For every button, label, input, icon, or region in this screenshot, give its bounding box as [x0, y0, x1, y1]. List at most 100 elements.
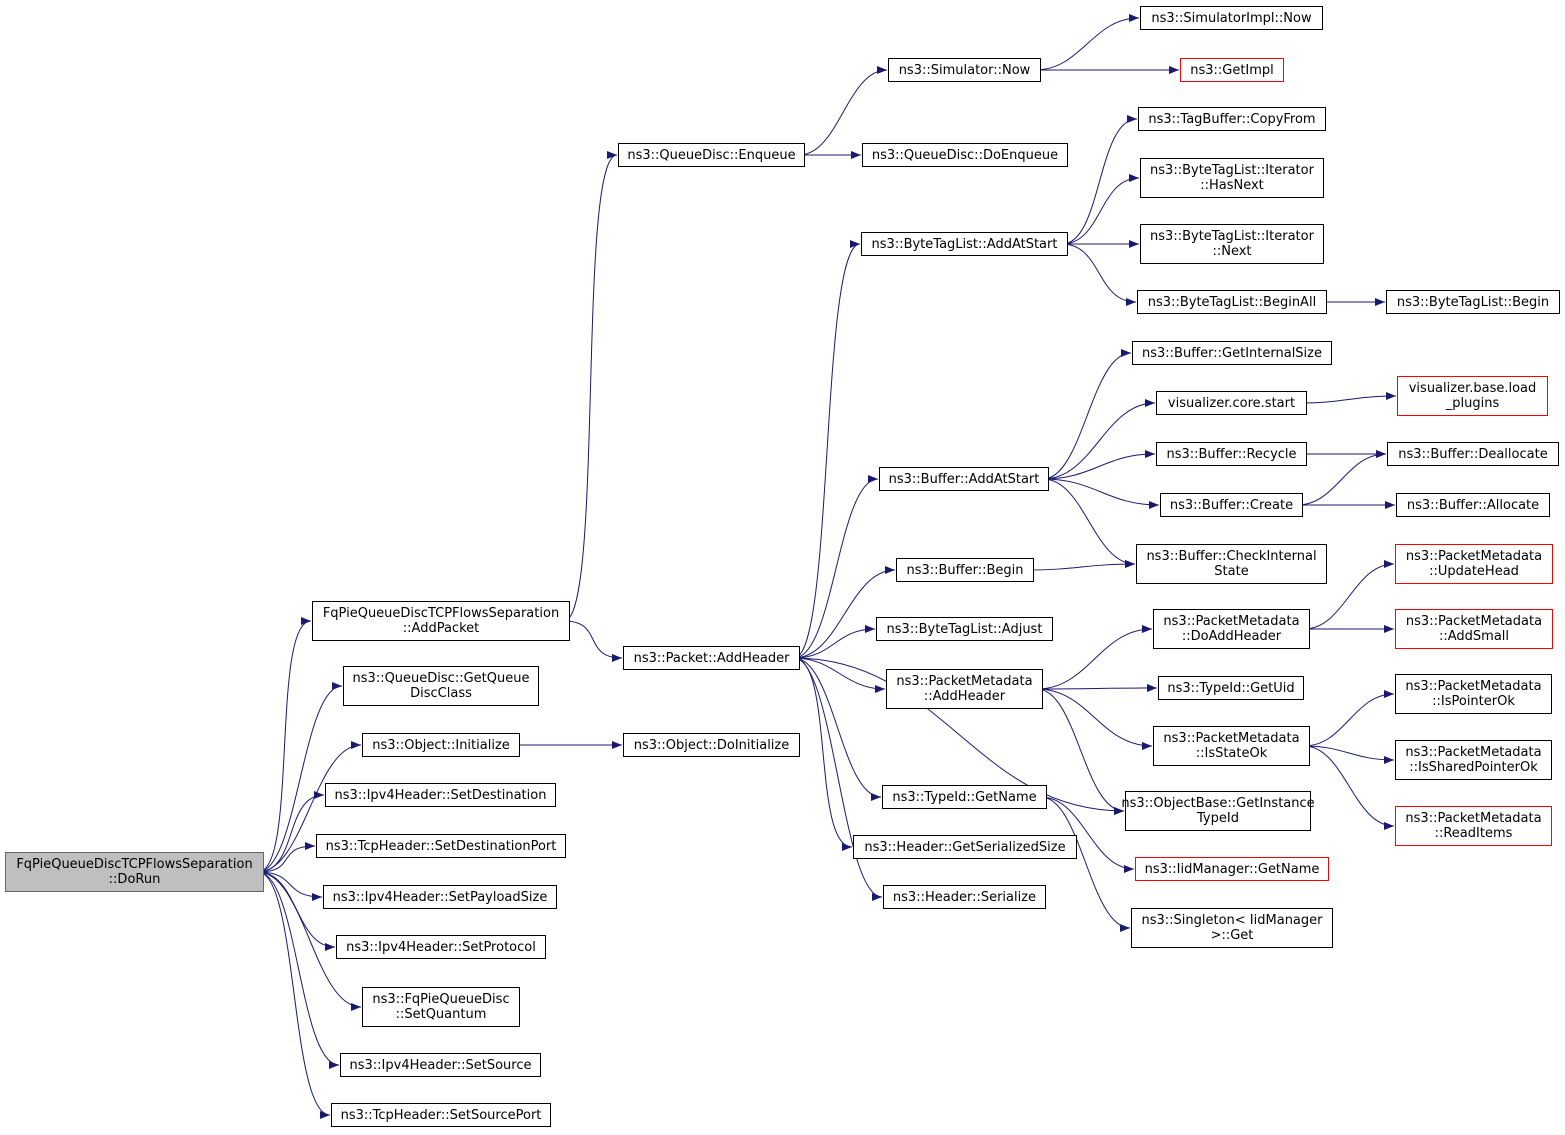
node-btlitnext[interactable]: ns3::ByteTagList::Iterator::Next — [1140, 224, 1324, 264]
node-btlithasnext[interactable]: ns3::ByteTagList::Iterator::HasNext — [1140, 158, 1324, 198]
node-label-line: ns3::Buffer::Create — [1169, 497, 1294, 513]
edge-root-to-setpayload — [257, 871, 323, 901]
node-pmissharedptrok[interactable]: ns3::PacketMetadata::IsSharedPointerOk — [1395, 740, 1552, 780]
node-label-line: ns3::QueueDisc::GetQueue — [352, 671, 530, 686]
node-enqueue[interactable]: ns3::QueueDisc::Enqueue — [618, 143, 805, 167]
node-typeidgetname[interactable]: ns3::TypeId::GetName — [882, 785, 1047, 809]
node-label-line: ns3::ByteTagList::BeginAll — [1147, 294, 1317, 310]
node-viscorestart[interactable]: visualizer.core.start — [1156, 391, 1307, 415]
node-pmdoaddheader[interactable]: ns3::PacketMetadata::DoAddHeader — [1153, 609, 1310, 649]
node-pmispointerok[interactable]: ns3::PacketMetadata::IsPointerOk — [1395, 674, 1552, 714]
node-pmupdatehead[interactable]: ns3::PacketMetadata::UpdateHead — [1395, 544, 1553, 584]
node-setdestport[interactable]: ns3::TcpHeader::SetDestinationPort — [316, 834, 566, 858]
edge-pmaddheader-to-pmdoaddheader — [1036, 625, 1153, 690]
edge-root-to-setdestport — [257, 842, 316, 873]
edge-viscorestart-to-visloadplugins — [1300, 392, 1397, 404]
node-pmaddheader[interactable]: ns3::PacketMetadata::AddHeader — [886, 669, 1043, 709]
node-label-line: ns3::GetImpl — [1190, 62, 1274, 78]
node-label-line: FqPieQueueDiscTCPFlowsSeparation — [16, 857, 253, 872]
node-bufcreate[interactable]: ns3::Buffer::Create — [1160, 493, 1303, 517]
node-pmreaditems[interactable]: ns3::PacketMetadata::ReadItems — [1395, 806, 1552, 846]
node-label-line: ns3::TypeId::GetName — [892, 789, 1037, 805]
node-visloadplugins[interactable]: visualizer.base.load_plugins — [1397, 376, 1548, 416]
node-pmaddsmall[interactable]: ns3::PacketMetadata::AddSmall — [1395, 609, 1553, 649]
node-bufrecycle[interactable]: ns3::Buffer::Recycle — [1156, 442, 1307, 466]
node-bufdealloc[interactable]: ns3::Buffer::Deallocate — [1387, 442, 1559, 466]
node-label-line: ::AddPacket — [402, 621, 480, 636]
node-setpayload[interactable]: ns3::Ipv4Header::SetPayloadSize — [323, 885, 557, 909]
node-hdrgetsersize[interactable]: ns3::Header::GetSerializedSize — [853, 835, 1077, 859]
node-label-line: ns3::PacketMetadata — [1405, 614, 1543, 629]
edge-pmaddheader-to-typeidgetuid — [1036, 684, 1158, 693]
node-label-line: ns3::Buffer::GetInternalSize — [1142, 345, 1322, 361]
node-objinit[interactable]: ns3::Object::Initialize — [362, 733, 520, 757]
node-iidmgrgetname[interactable]: ns3::IidManager::GetName — [1135, 857, 1329, 881]
node-bufaddatstart[interactable]: ns3::Buffer::AddAtStart — [879, 467, 1049, 491]
node-label-line: ns3::Singleton< IidManager — [1141, 913, 1323, 928]
edge-addheader-to-btladdatstart — [793, 240, 861, 659]
edge-pmaddheader-to-pmisstateok — [1036, 688, 1153, 750]
node-label-line: ns3::SimulatorImpl::Now — [1151, 10, 1312, 26]
node-btladdatstart[interactable]: ns3::ByteTagList::AddAtStart — [861, 232, 1068, 256]
node-hdrserialize[interactable]: ns3::Header::Serialize — [883, 885, 1046, 909]
edge-simnow-to-simimplnow — [1034, 14, 1140, 71]
node-label-line: ns3::PacketMetadata — [1405, 745, 1542, 760]
node-label-line: ::SetQuantum — [395, 1007, 487, 1022]
node-bufalloc[interactable]: ns3::Buffer::Allocate — [1396, 493, 1550, 517]
node-label-line: ns3::PacketMetadata — [1405, 811, 1542, 826]
node-label-line: ns3::PacketMetadata — [896, 674, 1033, 689]
node-setsource[interactable]: ns3::Ipv4Header::SetSource — [340, 1053, 541, 1077]
node-singletonget[interactable]: ns3::Singleton< IidManager>::Get — [1131, 908, 1333, 948]
node-label-line: ns3::Object::Initialize — [372, 737, 510, 753]
node-typeidgetuid[interactable]: ns3::TypeId::GetUid — [1158, 676, 1304, 700]
node-doinit[interactable]: ns3::Object::DoInitialize — [623, 733, 800, 757]
node-btlbegin[interactable]: ns3::ByteTagList::Begin — [1386, 290, 1560, 314]
edge-bufaddatstart-to-bufgetintsize — [1042, 349, 1132, 480]
node-label-line: State — [1214, 564, 1249, 579]
node-btlbeginall[interactable]: ns3::ByteTagList::BeginAll — [1137, 290, 1327, 314]
node-setproto[interactable]: ns3::Ipv4Header::SetProtocol — [336, 935, 546, 959]
node-setdest[interactable]: ns3::Ipv4Header::SetDestination — [325, 783, 556, 807]
node-label-line: ns3::ByteTagList::Iterator — [1150, 163, 1314, 178]
node-bufbegin[interactable]: ns3::Buffer::Begin — [896, 558, 1034, 582]
node-doenqueue[interactable]: ns3::QueueDisc::DoEnqueue — [862, 143, 1068, 167]
edge-addpacket-to-addheader — [563, 620, 623, 662]
node-label-line: >::Get — [1210, 928, 1254, 943]
node-label-line: ::IsStateOk — [1195, 746, 1268, 761]
node-addpacket[interactable]: FqPieQueueDiscTCPFlowsSeparation::AddPac… — [312, 601, 570, 641]
node-btladjust[interactable]: ns3::ByteTagList::Adjust — [876, 617, 1053, 641]
node-label-line: ns3::QueueDisc::DoEnqueue — [871, 147, 1059, 163]
node-pmisstateok[interactable]: ns3::PacketMetadata::IsStateOk — [1153, 726, 1310, 766]
node-label-line: ns3::Header::GetSerializedSize — [864, 839, 1066, 855]
node-label-line: _plugins — [1445, 396, 1500, 411]
edge-addheader-to-objbasegettid — [793, 657, 1125, 815]
node-bufgetintsize[interactable]: ns3::Buffer::GetInternalSize — [1132, 341, 1332, 365]
edge-addheader-to-bufbegin — [793, 566, 896, 659]
node-tbcopyfrom[interactable]: ns3::TagBuffer::CopyFrom — [1138, 107, 1326, 131]
node-label-line: ns3::Buffer::Begin — [906, 562, 1024, 578]
node-setsrcport[interactable]: ns3::TcpHeader::SetSourcePort — [331, 1103, 551, 1127]
node-label-line: ns3::Object::DoInitialize — [633, 737, 790, 753]
node-simimplnow[interactable]: ns3::SimulatorImpl::Now — [1140, 6, 1323, 30]
node-label-line: visualizer.core.start — [1167, 395, 1296, 411]
node-setquantum[interactable]: ns3::FqPieQueueDisc::SetQuantum — [362, 987, 520, 1027]
edge-pmisstateok-to-pmissharedptrok — [1303, 745, 1395, 764]
edge-bufaddatstart-to-bufcreate — [1042, 478, 1160, 509]
node-addheader[interactable]: ns3::Packet::AddHeader — [623, 646, 800, 670]
edge-bufaddatstart-to-viscorestart — [1042, 399, 1156, 480]
node-getimpl[interactable]: ns3::GetImpl — [1180, 58, 1284, 82]
node-label-line: ns3::TagBuffer::CopyFrom — [1148, 111, 1316, 127]
node-label-line: ::DoAddHeader — [1181, 629, 1282, 644]
node-label-line: ::UpdateHead — [1429, 564, 1519, 579]
edge-typeidgetname-to-singletonget — [1040, 796, 1131, 932]
node-label-line: ns3::PacketMetadata — [1163, 731, 1300, 746]
node-simnow[interactable]: ns3::Simulator::Now — [888, 58, 1041, 82]
node-label-line: ns3::Buffer::AddAtStart — [888, 471, 1040, 487]
edge-addheader-to-btladjust — [793, 625, 876, 659]
node-label-line: visualizer.base.load — [1408, 381, 1537, 396]
node-label-line: ns3::QueueDisc::Enqueue — [627, 147, 796, 163]
